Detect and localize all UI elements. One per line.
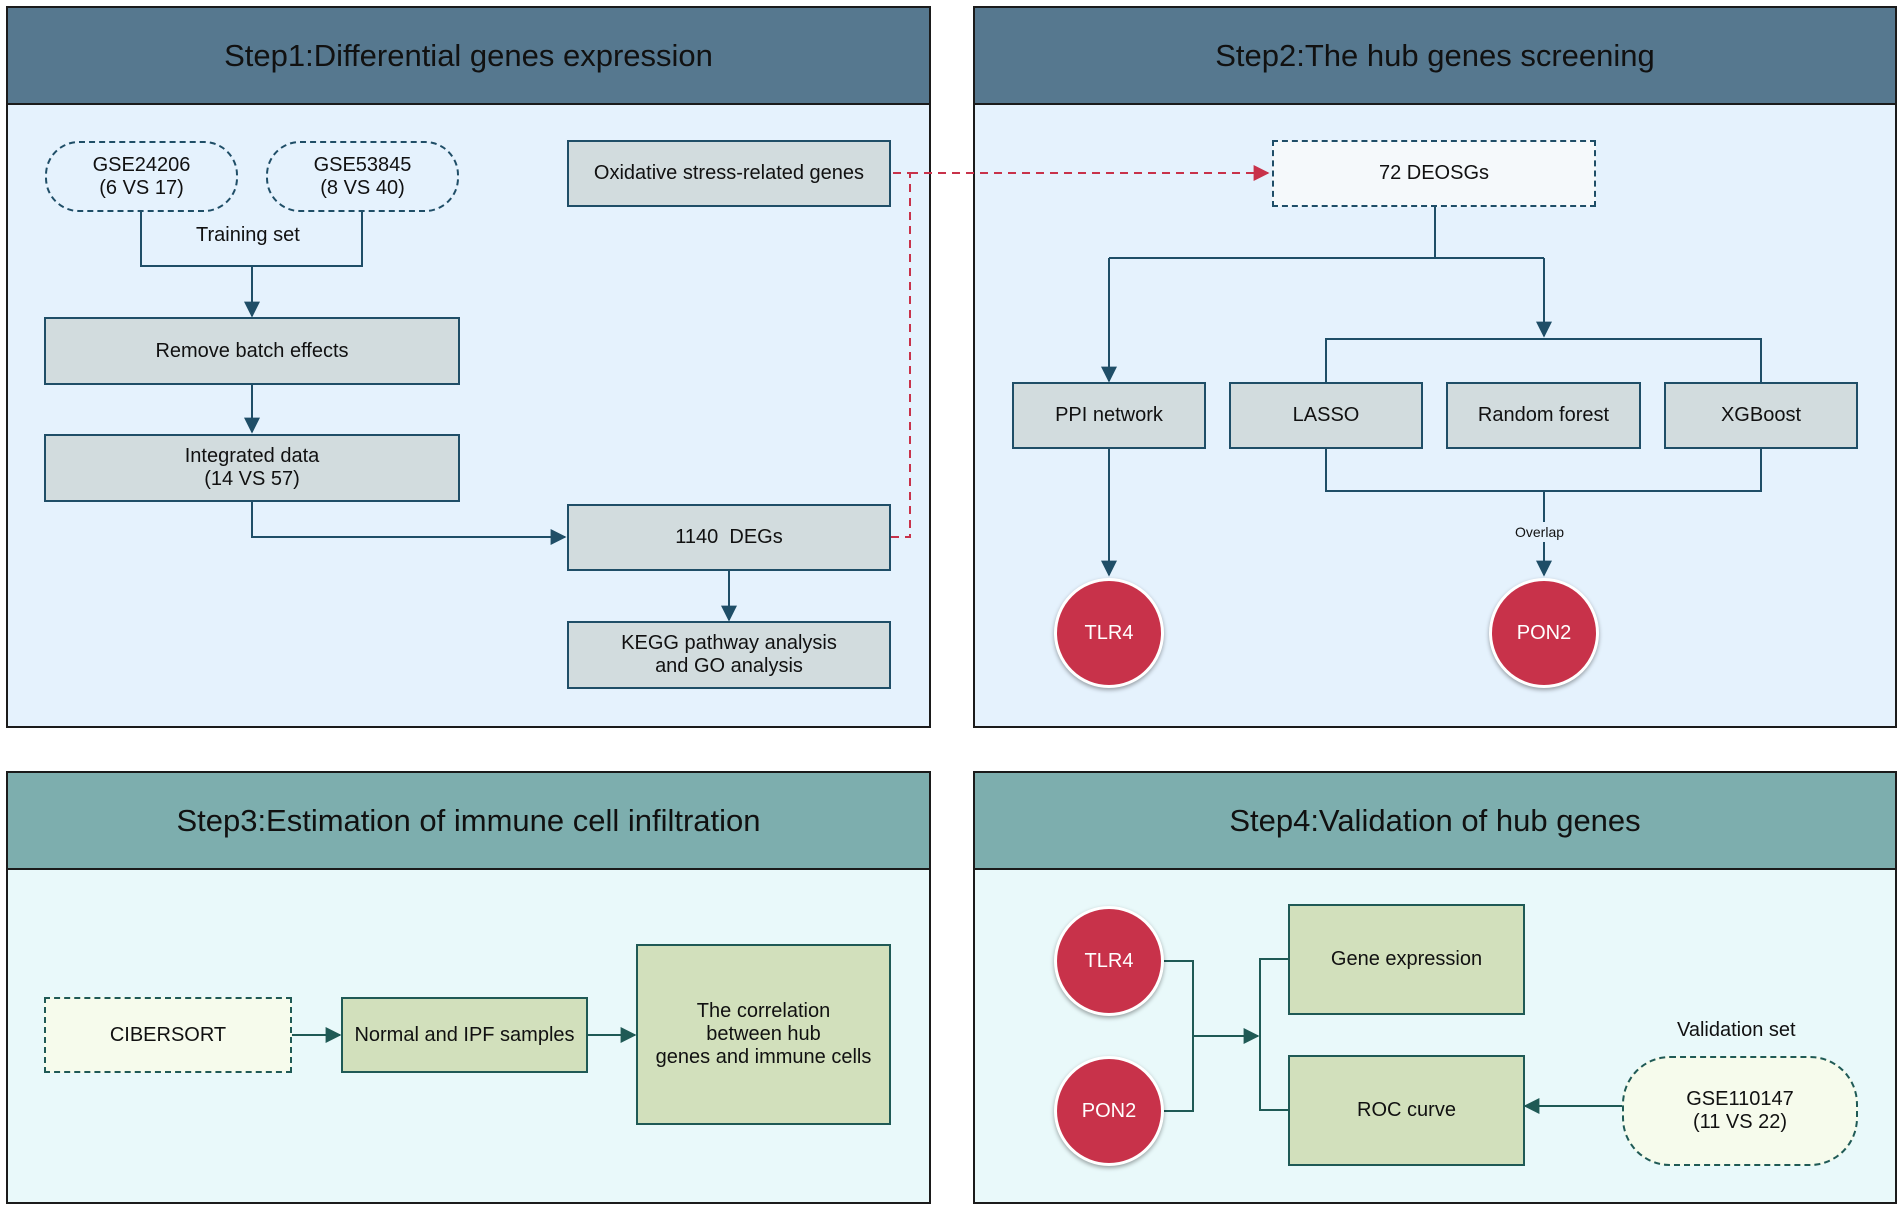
gse53845-dataset: GSE53845 (8 VS 40) (266, 141, 459, 212)
xgboost-box: XGBoost (1664, 382, 1858, 449)
step3-title: Step3:Estimation of immune cell infiltra… (8, 773, 929, 870)
degs-box: 1140 DEGs (567, 504, 891, 571)
roc-curve-box: ROC curve (1288, 1055, 1525, 1166)
lasso-box: LASSO (1229, 382, 1423, 449)
cibersort-box: CIBERSORT (44, 997, 292, 1073)
gse24206-dataset: GSE24206 (6 VS 17) (45, 141, 238, 212)
validation-set-label: Validation set (1677, 1019, 1796, 1041)
oxidative-stress-genes-box: Oxidative stress-related genes (567, 140, 891, 207)
kegg-go-analysis-box: KEGG pathway analysis and GO analysis (567, 621, 891, 689)
training-set-label: Training set (196, 224, 300, 246)
pon2-hub-gene-validation: PON2 (1054, 1056, 1164, 1166)
step1-title: Step1:Differential genes expression (8, 8, 929, 105)
tlr4-hub-gene-validation: TLR4 (1054, 906, 1164, 1016)
remove-batch-effects-box: Remove batch effects (44, 317, 460, 385)
integrated-data-box: Integrated data (14 VS 57) (44, 434, 460, 502)
step2-title: Step2:The hub genes screening (975, 8, 1895, 105)
gene-expression-box: Gene expression (1288, 904, 1525, 1015)
gse110147-dataset: GSE110147 (11 VS 22) (1622, 1056, 1858, 1166)
tlr4-hub-gene: TLR4 (1054, 578, 1164, 688)
ppi-network-box: PPI network (1012, 382, 1206, 449)
normal-ipf-samples-box: Normal and IPF samples (341, 997, 588, 1073)
random-forest-box: Random forest (1446, 382, 1641, 449)
deosgs-box: 72 DEOSGs (1272, 140, 1596, 207)
step4-title: Step4:Validation of hub genes (975, 773, 1895, 870)
pon2-hub-gene: PON2 (1489, 578, 1599, 688)
overlap-label: Overlap (1515, 524, 1565, 540)
correlation-box: The correlation between hub genes and im… (636, 944, 891, 1125)
